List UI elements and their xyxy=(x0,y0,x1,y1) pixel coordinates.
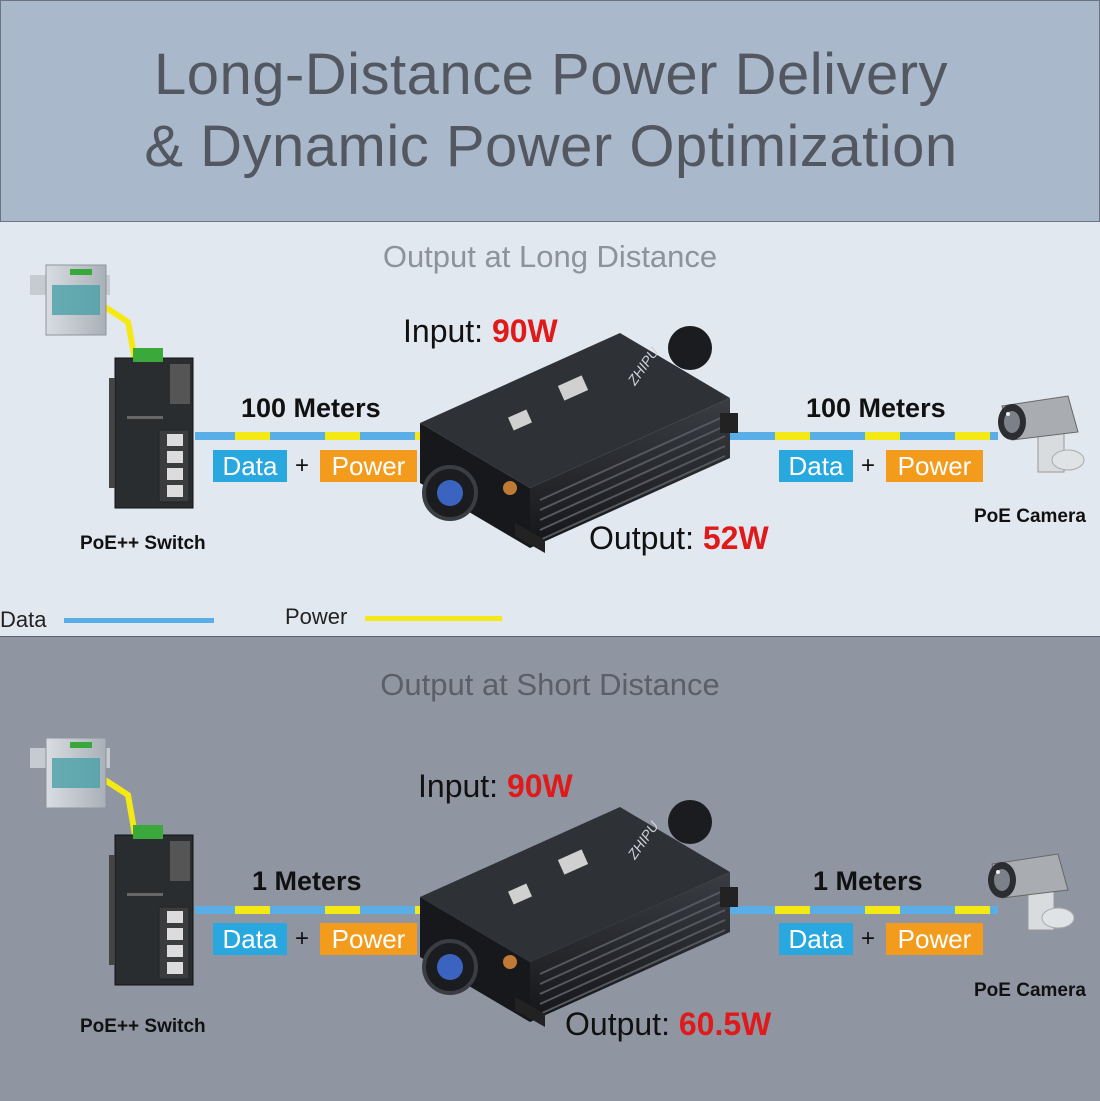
poe-extender-bottom xyxy=(418,798,740,1029)
long-right-power-tag: Power xyxy=(886,450,983,482)
long-left-distance: 100 Meters xyxy=(241,393,381,423)
poe-switch-top xyxy=(108,347,194,509)
long-camera-caption: PoE Camera xyxy=(974,506,1086,527)
power-supply-bottom xyxy=(29,737,111,809)
long-distance-title: Output at Long Distance xyxy=(382,239,718,274)
long-left-plus: + xyxy=(295,452,310,479)
legend-power-label: Power xyxy=(285,604,348,629)
short-switch-caption: PoE++ Switch xyxy=(80,1016,206,1037)
short-left-plus: + xyxy=(295,925,310,952)
short-input-value: 90W xyxy=(506,768,573,804)
power-supply-top xyxy=(29,264,111,336)
short-input-label: Input: 90W xyxy=(418,768,573,804)
short-distance-title: Output at Short Distance xyxy=(380,667,720,702)
short-right-data-tag: Data xyxy=(779,923,853,955)
short-left-data-tag: Data xyxy=(213,923,287,955)
long-output-value: 52W xyxy=(702,520,769,556)
short-right-distance: 1 Meters xyxy=(813,866,923,896)
long-right-data-tag: Data xyxy=(779,450,853,482)
cable-left-top xyxy=(195,432,440,440)
long-left-data-tag: Data xyxy=(213,450,287,482)
long-input-value: 90W xyxy=(491,313,558,349)
short-right-power-tag: Power xyxy=(886,923,983,955)
short-camera-caption: PoE Camera xyxy=(974,980,1086,1001)
legend-data-label: Data xyxy=(0,607,47,632)
long-switch-caption: PoE++ Switch xyxy=(80,533,206,554)
poe-camera-bottom xyxy=(987,853,1075,931)
poe-switch-bottom xyxy=(108,824,194,986)
short-left-distance: 1 Meters xyxy=(252,866,362,896)
short-output-label: Output: 60.5W xyxy=(565,1006,772,1042)
cable-right-top xyxy=(710,432,998,440)
cable-right-bottom xyxy=(710,906,998,914)
cable-left-bottom xyxy=(195,906,440,914)
long-left-power-tag: Power xyxy=(320,450,417,482)
legend-power-line xyxy=(365,616,502,621)
title-line-2: & Dynamic Power Optimization xyxy=(144,114,958,179)
header-banner: Long-Distance Power Delivery & Dynamic P… xyxy=(0,0,1100,222)
long-right-plus: + xyxy=(861,452,876,479)
short-left-power-tag: Power xyxy=(320,923,417,955)
long-right-distance: 100 Meters xyxy=(806,393,946,423)
legend-data-line xyxy=(64,618,214,623)
title-line-1: Long-Distance Power Delivery xyxy=(153,42,949,107)
poe-extender-top xyxy=(418,324,740,555)
short-output-value: 60.5W xyxy=(678,1006,772,1042)
poe-camera-top xyxy=(997,395,1085,473)
short-right-plus: + xyxy=(861,925,876,952)
long-input-label: Input: 90W xyxy=(403,313,558,349)
long-output-label: Output: 52W xyxy=(589,520,769,556)
